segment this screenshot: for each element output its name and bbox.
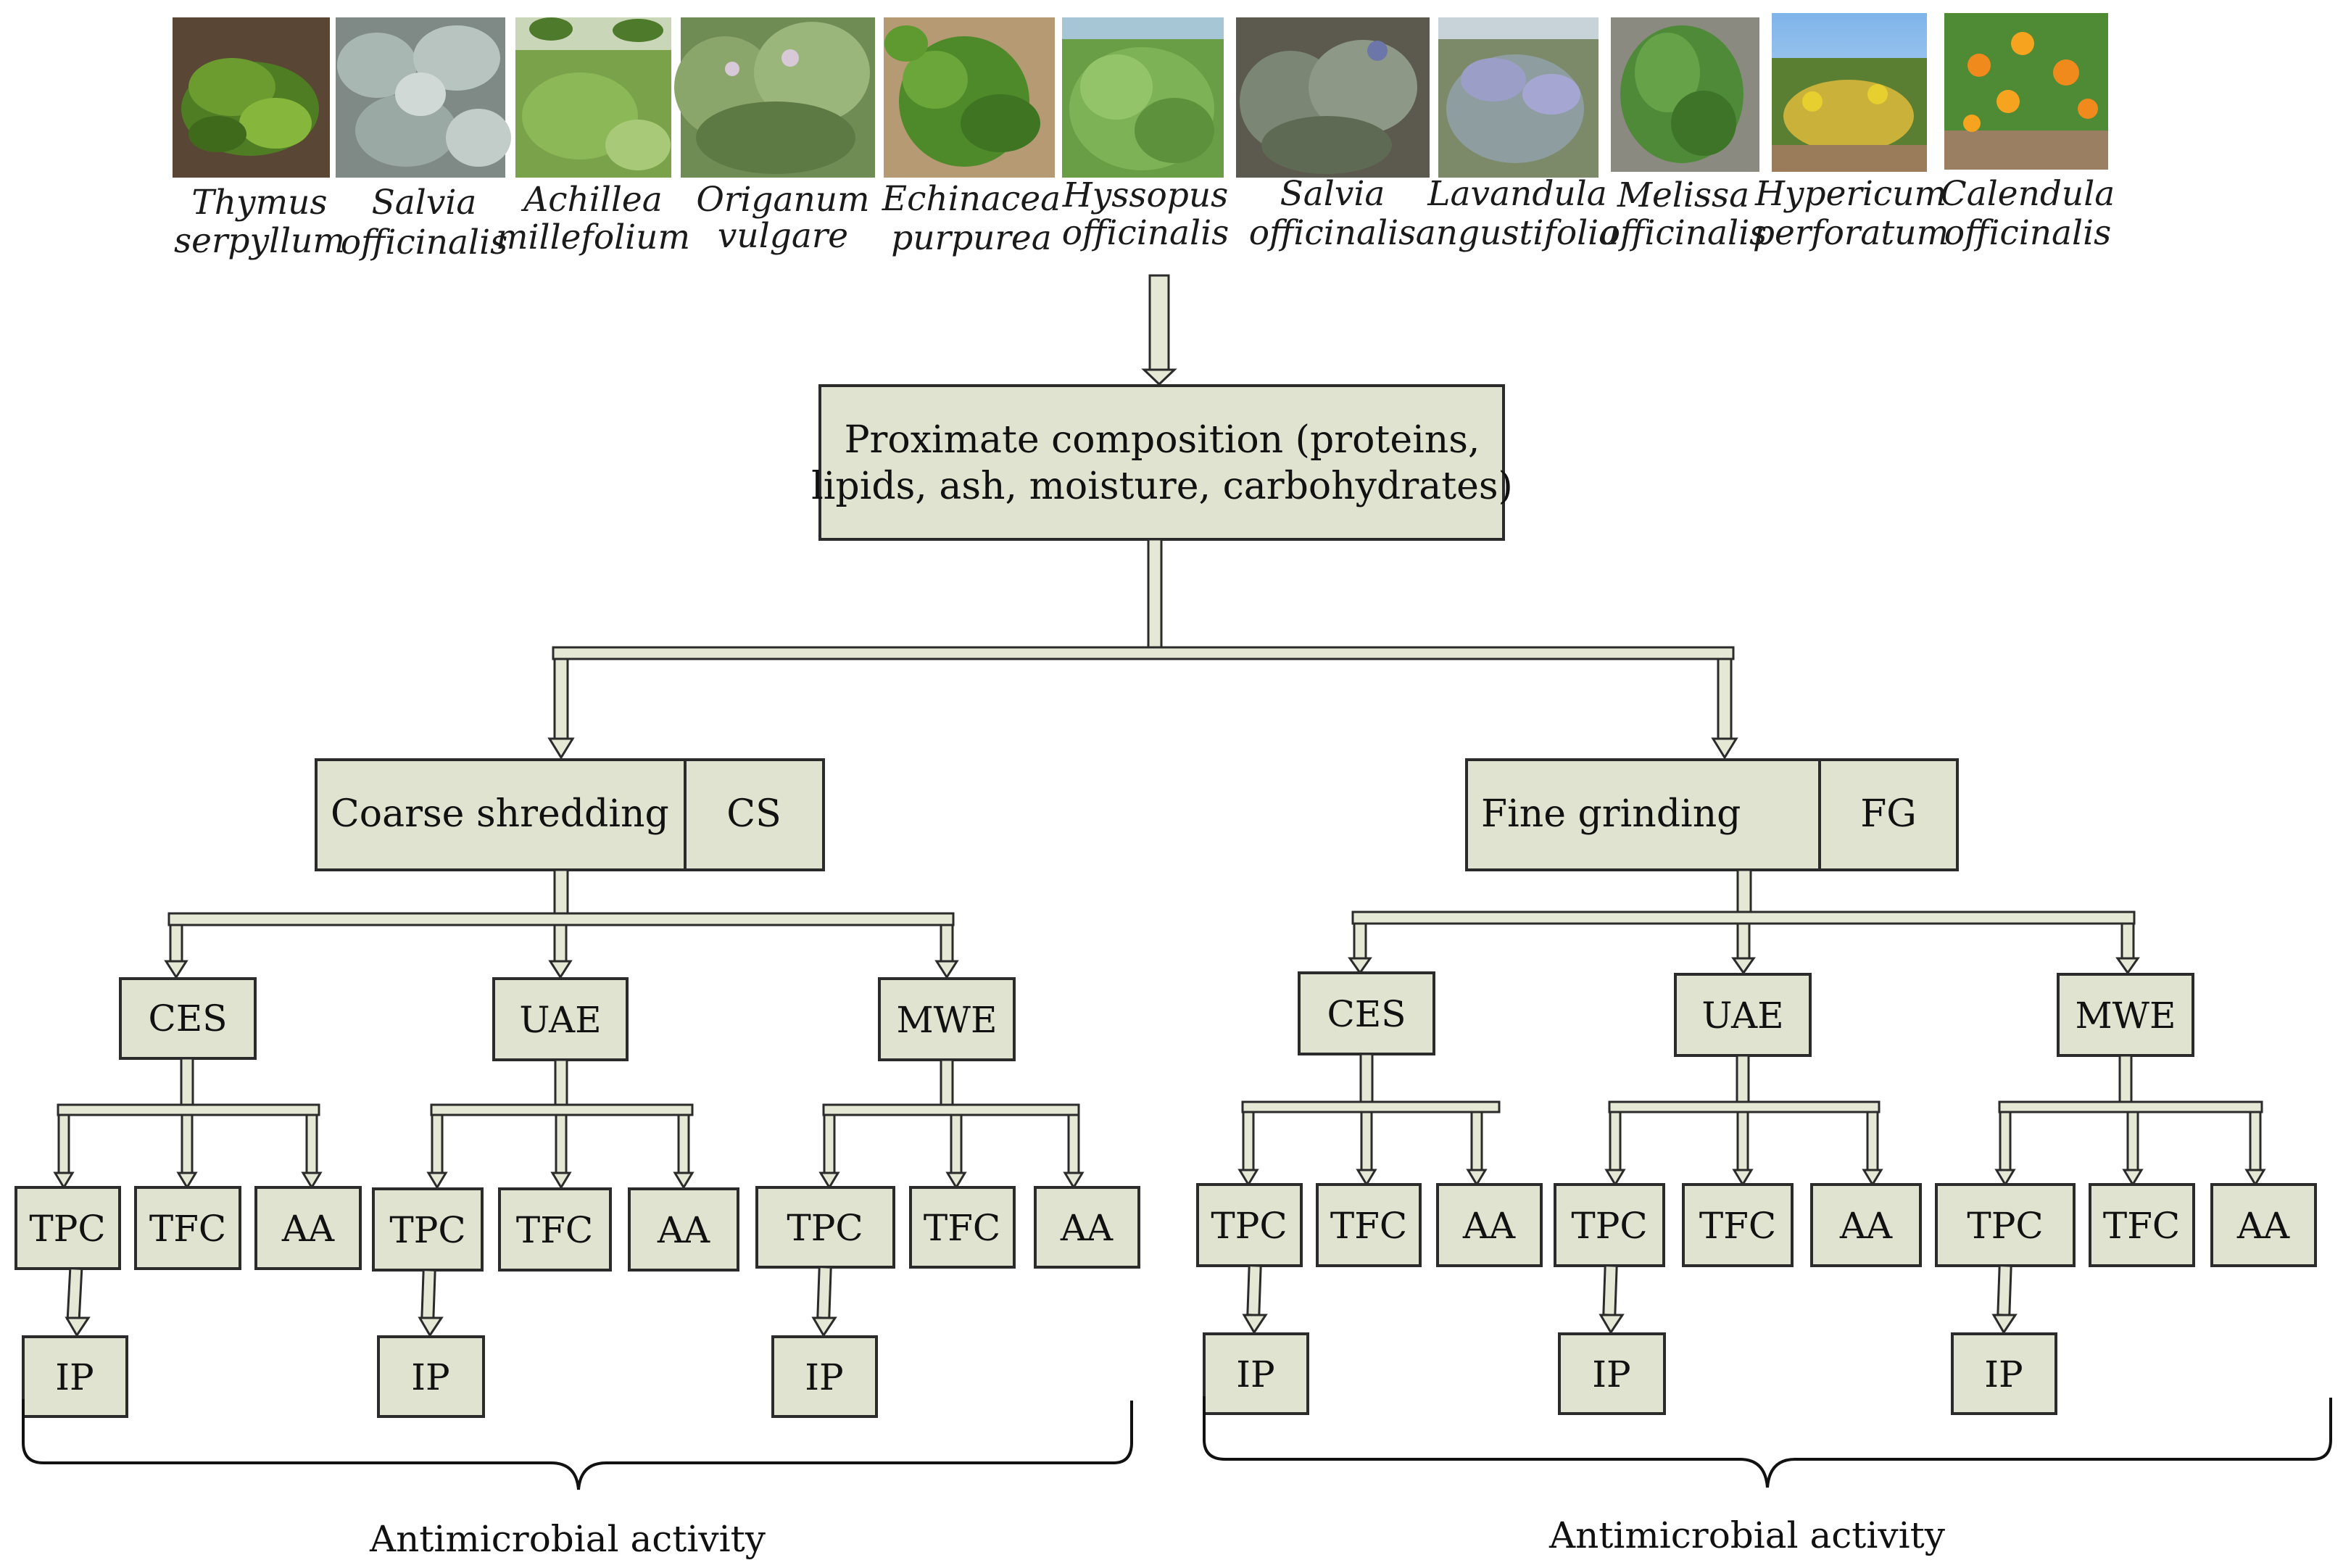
plant-photo-thymus-serpyllum [173, 17, 330, 178]
plant-name-salvia: Salvia [372, 183, 477, 223]
plant-name-calendula: Calendula [1941, 174, 2115, 214]
ip-label: IP [1236, 1353, 1274, 1395]
extraction-label: MWE [2075, 995, 2176, 1037]
branch-label-fine-grinding: Fine grinding [1481, 792, 1741, 836]
extraction-label: CES [1327, 993, 1406, 1035]
plant-name-salvia-b-2: officinalis [1249, 213, 1416, 253]
footer-antimicrobial-left: Antimicrobial activity [369, 1518, 766, 1560]
assay-tpc: TPC [787, 1207, 863, 1249]
assay-tpc: TPC [1571, 1205, 1647, 1247]
plant-photo-salvia-officinalis-2 [1236, 17, 1430, 178]
plant-photo-echinacea-purpurea [884, 17, 1055, 178]
plant-name-thymus: Thymus [191, 183, 327, 223]
brace-left [22, 1399, 1133, 1490]
ip-label: IP [55, 1356, 94, 1398]
extraction-uae-coarse: UAE TPC TFC AA IP [372, 977, 739, 1418]
plant-name-echinacea-2: purpurea [891, 218, 1051, 258]
plant-photo-melissa-officinalis [1611, 17, 1759, 172]
ip-label: IP [411, 1356, 449, 1398]
plant-name-hyssopus: Hyssopus [1062, 175, 1229, 215]
assay-tpc: TPC [29, 1208, 105, 1250]
plant-photos [173, 13, 2108, 178]
top-arrow [1141, 274, 1177, 386]
footer-antimicrobial-right: Antimicrobial activity [1548, 1514, 1946, 1556]
plant-names: Thymus serpyllum Salvia officinalis Achi… [174, 174, 2115, 262]
assay-tfc: TFC [1330, 1205, 1407, 1247]
ip-label: IP [1592, 1353, 1630, 1395]
plant-photo-salvia-officinalis [336, 17, 511, 178]
assay-aa: AA [657, 1209, 710, 1251]
plant-name-origanum: Origanum [696, 180, 869, 220]
branch-fine-grinding: Fine grinding FG CES TPC TFC A [1196, 758, 2332, 1556]
assay-aa: AA [281, 1208, 335, 1250]
main-split-connectors [547, 538, 1738, 760]
plant-photo-lavandula-angustifolia [1438, 17, 1599, 178]
plant-name-achillea-2: millefolium [496, 217, 690, 257]
plant-photo-hyssopus-officinalis [1062, 17, 1224, 178]
assay-tfc: TFC [1699, 1205, 1776, 1247]
branch-abbr-cs: CS [726, 792, 781, 836]
plant-name-hypericum-2: perforatum [1753, 213, 1949, 253]
plant-name-hypericum: Hypericum [1754, 174, 1946, 214]
ip-label: IP [805, 1356, 843, 1398]
proximate-text-line-2: lipids, ash, moisture, carbohydrates) [811, 465, 1513, 508]
plant-photo-calendula-officinalis [1944, 13, 2108, 170]
extraction-label: UAE [1701, 995, 1783, 1037]
brace-right [1203, 1396, 2332, 1488]
plant-name-melissa: Melissa [1617, 175, 1749, 215]
assay-aa: AA [1060, 1207, 1114, 1249]
assay-aa: AA [1462, 1205, 1516, 1247]
assay-tpc: TPC [389, 1209, 465, 1251]
extraction-mwe-fine: MWE TPC TFC AA IP [1935, 973, 2317, 1415]
extraction-uae-fine: UAE TPC TFC AA IP [1554, 973, 1922, 1415]
extraction-label: CES [148, 997, 227, 1040]
ip-label: IP [1984, 1353, 2023, 1395]
extraction-label: MWE [896, 999, 997, 1041]
plant-photo-hypericum-perforatum [1772, 13, 1927, 172]
plant-name-salvia-2: officinalis [341, 223, 507, 262]
assay-tpc: TPC [1211, 1205, 1287, 1247]
extraction-ces-coarse: CES TPC TFC AA IP [14, 977, 362, 1418]
assay-tfc: TFC [2103, 1205, 2180, 1247]
extraction-ces-fine: CES TPC TFC AA IP [1196, 971, 1543, 1415]
assay-tfc: TFC [924, 1207, 1000, 1249]
plant-name-hyssopus-2: officinalis [1062, 213, 1229, 253]
plant-photo-achillea-millefolium [515, 17, 671, 178]
plant-name-melissa-2: officinalis [1600, 213, 1767, 253]
assay-tfc: TFC [149, 1208, 226, 1250]
proximate-composition-box: Proximate composition (proteins, lipids,… [811, 384, 1513, 541]
plant-name-achillea: Achillea [521, 180, 662, 220]
plant-name-origanum-2: vulgare [718, 216, 848, 256]
assay-tfc: TFC [516, 1209, 593, 1251]
assay-tpc: TPC [1967, 1205, 2043, 1247]
branch-abbr-fg: FG [1860, 792, 1917, 836]
assay-aa: AA [2236, 1205, 2290, 1247]
plant-name-calendula-2: officinalis [1944, 213, 2111, 253]
proximate-text-line-1: Proximate composition (proteins, [845, 418, 1480, 462]
extraction-label: UAE [519, 999, 601, 1041]
plant-name-thymus-2: serpyllum [174, 221, 345, 261]
plant-name-salvia-b: Salvia [1280, 174, 1385, 214]
assay-aa: AA [1839, 1205, 1893, 1247]
plant-name-lavandula: Lavandula [1427, 174, 1606, 214]
plant-name-echinacea: Echinacea [882, 179, 1061, 219]
branch-coarse-shredding: Coarse shredding CS CES TPC TFC [14, 758, 1140, 1560]
plant-photo-origanum-vulgare [674, 17, 875, 178]
plant-name-lavandula-2: angustifolia [1416, 213, 1619, 253]
extraction-mwe-coarse: MWE TPC TFC AA IP [755, 977, 1140, 1418]
branch-label-coarse-shredding: Coarse shredding [331, 792, 669, 836]
